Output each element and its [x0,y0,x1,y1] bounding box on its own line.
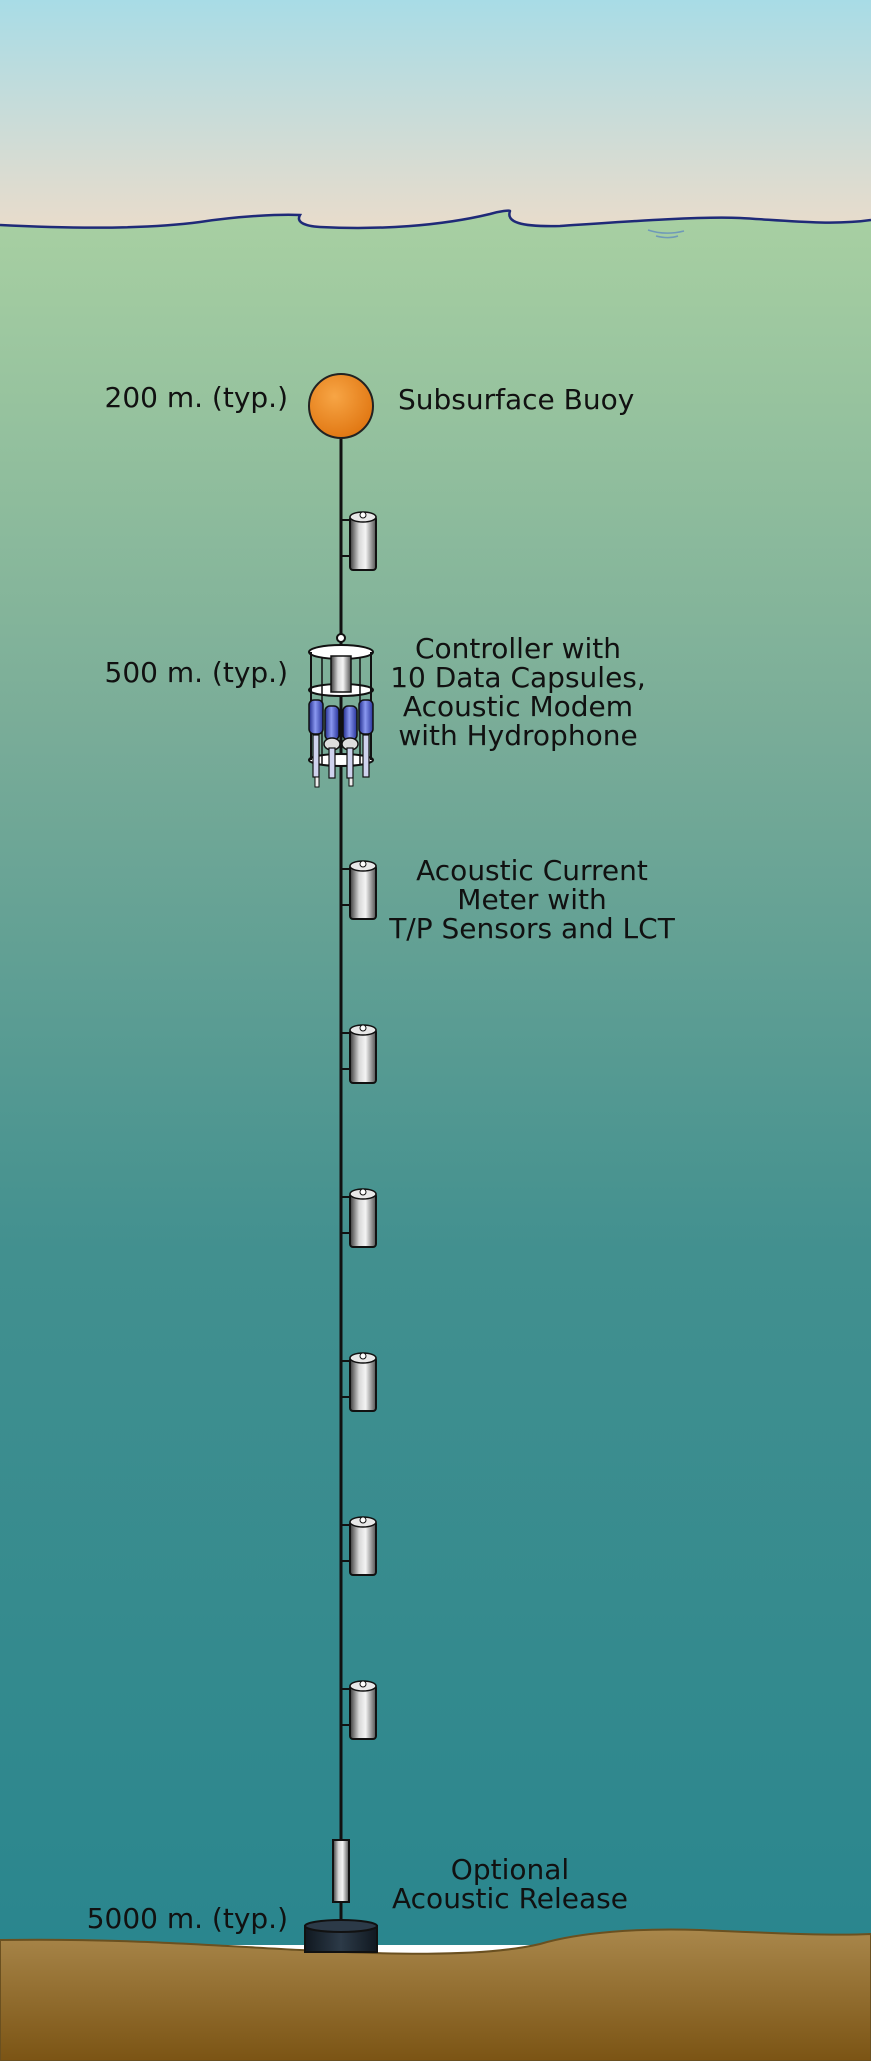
label-current-meter-line: Acoustic Current [416,854,648,887]
depth-label-controller: 500 m. (typ.) [104,656,289,689]
current-meter [341,511,377,571]
waterline [0,209,871,230]
current-meter [341,1024,377,1084]
label-controller-line: with Hydrophone [398,719,638,752]
label-current-meter-line: Meter with [457,883,607,916]
acoustic-release [332,1839,350,1903]
water [0,210,871,1945]
controller-assembly [308,644,374,788]
current-meter [341,1188,377,1248]
label-acoustic-release: Optional Acoustic Release [360,1855,660,1913]
label-controller-line: Acoustic Modem [402,690,634,723]
ripple [647,229,685,239]
subsurface-buoy [308,373,374,439]
depth-label-bottom: 5000 m. (typ.) [86,1902,288,1935]
label-controller-line: Controller with [414,632,622,665]
label-current-meter-line: T/P Sensors and LCT [389,912,675,945]
sky [0,0,871,240]
current-meter [341,1352,377,1412]
current-meter [341,1680,377,1740]
label-controller: Controller with 10 Data Capsules, Acoust… [368,634,668,750]
depth-label-buoy: 200 m. (typ.) [104,381,289,414]
label-controller-line: 10 Data Capsules, [390,661,646,694]
swivel [336,633,346,643]
label-current-meter: Acoustic Current Meter with T/P Sensors … [382,856,682,943]
seabed [0,1928,871,2061]
anchor-weight [304,1919,378,1953]
current-meter [341,1516,377,1576]
current-meter [341,860,377,920]
label-subsurface-buoy: Subsurface Buoy [398,383,635,416]
label-acoustic-release-line: Optional [450,1853,570,1886]
label-acoustic-release-line: Acoustic Release [392,1882,628,1915]
